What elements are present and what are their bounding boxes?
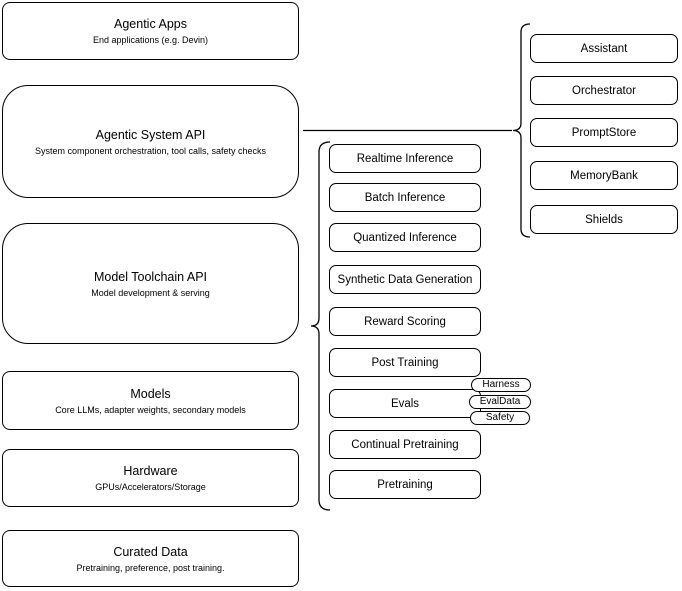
node-batch-inference: Batch Inference: [329, 183, 481, 212]
node-agentic-apps: Agentic Apps End applications (e.g. Devi…: [2, 2, 299, 60]
node-shields: Shields: [530, 205, 678, 234]
agentic-components-brace: [512, 23, 531, 238]
node-quantized-inference: Quantized Inference: [329, 223, 481, 252]
node-subtitle: GPUs/Accelerators/Storage: [95, 482, 206, 492]
node-subtitle: Core LLMs, adapter weights, secondary mo…: [55, 404, 246, 415]
node-subtitle: Model development & serving: [91, 287, 210, 298]
node-curated-data: Curated Data Pretraining, preference, po…: [2, 530, 299, 587]
node-promptstore: PromptStore: [530, 118, 678, 147]
tag-safety: Safety: [470, 411, 530, 425]
node-assistant: Assistant: [530, 34, 678, 63]
node-model-toolchain-api: Model Toolchain API Model development & …: [2, 223, 299, 344]
node-memorybank: MemoryBank: [530, 161, 678, 190]
node-evals: Evals: [329, 389, 481, 418]
node-title: Agentic System API: [95, 127, 206, 142]
node-title: Agentic Apps: [114, 17, 187, 31]
node-subtitle: Pretraining, preference, post training.: [76, 562, 225, 573]
node-synthetic-data-generation: Synthetic Data Generation: [329, 265, 481, 294]
tag-evaldata: EvalData: [469, 395, 531, 409]
node-models: Models Core LLMs, adapter weights, secon…: [2, 371, 299, 430]
node-post-training: Post Training: [329, 348, 481, 377]
toolchain-brace: [310, 141, 331, 511]
node-continual-pretraining: Continual Pretraining: [329, 430, 481, 459]
node-hardware: Hardware GPUs/Accelerators/Storage: [2, 449, 299, 507]
node-title: Hardware: [123, 464, 178, 478]
node-subtitle: End applications (e.g. Devin): [92, 35, 209, 45]
node-subtitle: System component orchestration, tool cal…: [34, 145, 267, 156]
node-pretraining: Pretraining: [329, 470, 481, 499]
node-title: Model Toolchain API: [93, 269, 208, 284]
node-reward-scoring: Reward Scoring: [329, 307, 481, 336]
node-title: Curated Data: [113, 544, 188, 559]
node-realtime-inference: Realtime Inference: [329, 144, 481, 173]
node-orchestrator: Orchestrator: [530, 76, 678, 105]
node-title: Models: [130, 386, 171, 401]
node-agentic-system-api: Agentic System API System component orch…: [2, 85, 299, 198]
tag-harness: Harness: [471, 378, 531, 392]
